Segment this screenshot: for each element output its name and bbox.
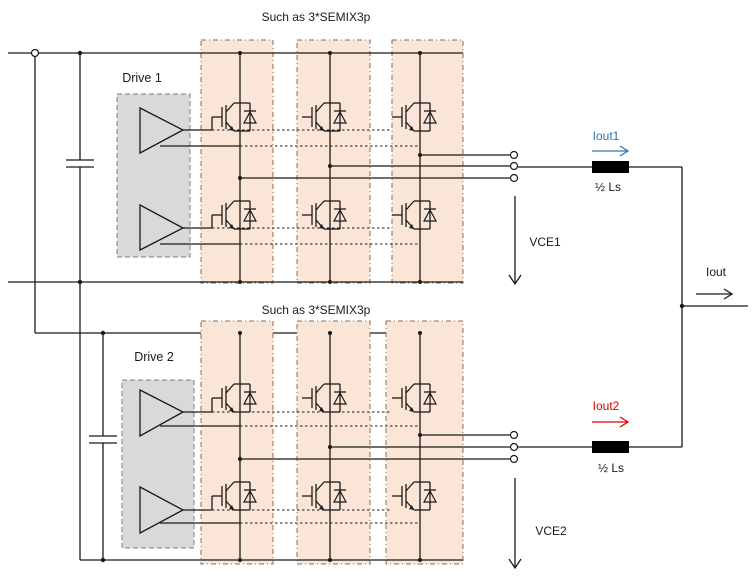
drive1-box <box>116 93 191 258</box>
top-module-3 <box>391 39 464 284</box>
iout2-arrow-icon <box>619 416 630 428</box>
drive2-box <box>121 379 195 549</box>
iout2-label: Iout2 <box>593 399 620 413</box>
drive2-amp-low <box>139 485 185 535</box>
top-module-1 <box>200 39 274 284</box>
iout1-arrow-icon <box>619 145 630 157</box>
bottom-inductor <box>592 441 629 453</box>
vce2-arrow-icon <box>508 558 522 570</box>
top-module-2 <box>296 39 371 284</box>
drive1-amp-high <box>139 106 185 155</box>
iout-label: Iout <box>706 265 727 279</box>
bottom-group-label: Such as 3*SEMIX3p <box>262 303 371 317</box>
drive1-amp-low <box>139 203 185 252</box>
top-group-label: Such as 3*SEMIX3p <box>262 10 371 24</box>
drive2-label: Drive 2 <box>134 350 174 364</box>
bottom-module-1 <box>200 320 274 565</box>
bottom-group: Such as 3*SEMIX3p Drive 2 <box>79 282 682 570</box>
drive1-label: Drive 1 <box>122 71 162 85</box>
iout-arrow-icon <box>723 288 734 300</box>
vce2-label: VCE2 <box>535 524 567 538</box>
dc-plus-terminal <box>30 48 40 58</box>
vce1-label: VCE1 <box>529 235 561 249</box>
output-merge: Iout <box>679 167 748 447</box>
drive2-amp-high <box>139 388 185 438</box>
top-inductor <box>592 161 629 173</box>
bottom-module-3 <box>385 320 464 565</box>
bottom-inductor-label: ½ Ls <box>598 461 624 475</box>
vce1-arrow-icon <box>508 274 522 286</box>
top-inductor-label: ½ Ls <box>595 180 621 194</box>
bottom-module-2 <box>296 320 371 565</box>
top-group: Such as 3*SEMIX3p Drive 1 <box>8 10 682 334</box>
iout1-label: Iout1 <box>593 129 620 143</box>
